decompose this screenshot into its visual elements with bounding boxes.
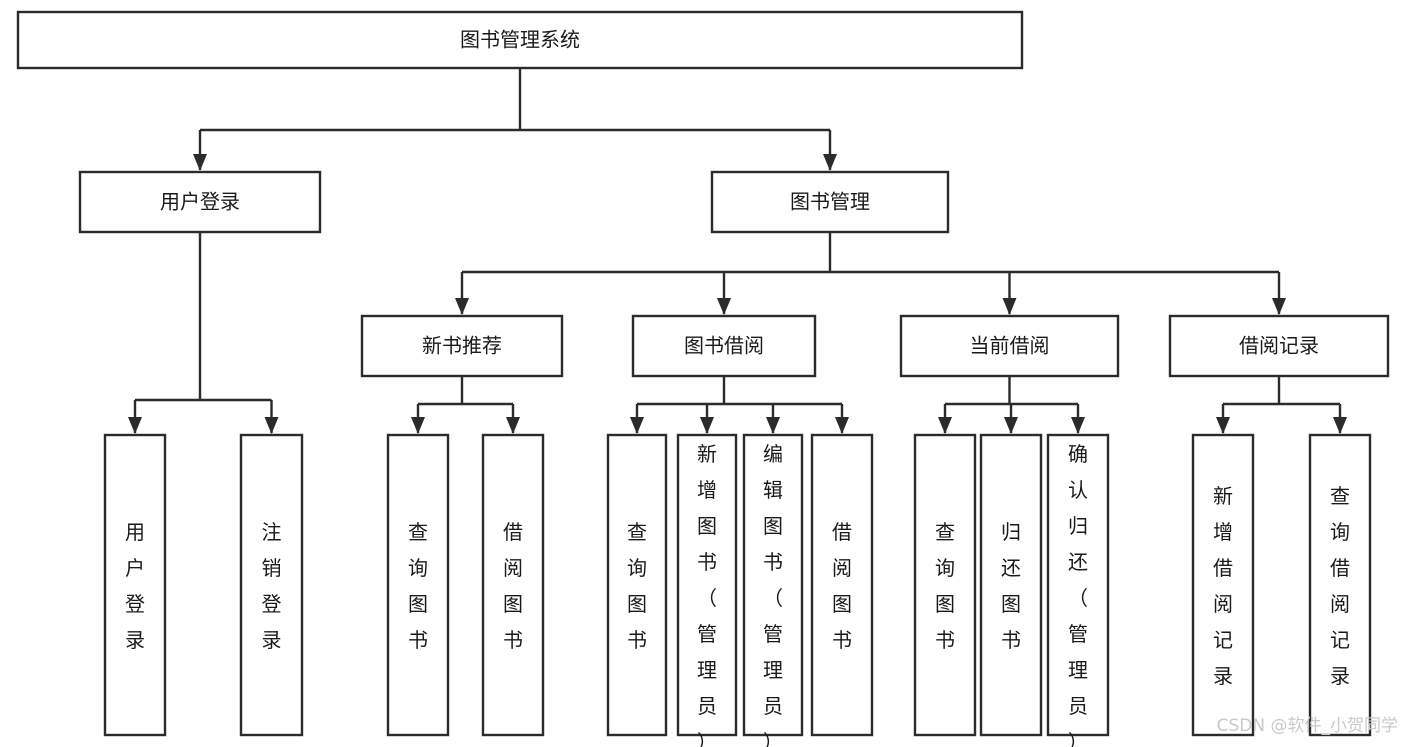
node-new-book-recommend[interactable]: 新书推荐 <box>360 314 564 378</box>
node-box-current-borrow[interactable] <box>899 314 1120 378</box>
node-box-leaf-query-book-recommend[interactable] <box>386 433 450 737</box>
node-label-leaf-query-book-borrow: 查询图书 <box>627 520 647 652</box>
node-label-leaf-borrow-book-borrow: 借阅图书 <box>832 520 852 652</box>
node-label-current-borrow: 当前借阅 <box>970 334 1050 358</box>
leaf-leaf-borrow-book-recommend[interactable]: 借阅图书 <box>481 433 545 737</box>
node-label-borrow-record: 借阅记录 <box>1239 334 1319 358</box>
node-label-leaf-borrow-book-recommend: 借阅图书 <box>503 520 523 652</box>
node-box-leaf-query-book-borrow[interactable] <box>606 433 668 737</box>
node-root[interactable]: 图书管理系统 <box>16 10 1024 70</box>
leaf-leaf-logout[interactable]: 注销登录 <box>239 433 304 737</box>
node-box-leaf-return-book[interactable] <box>979 433 1043 737</box>
root-to-level2-arrow-1 <box>823 154 837 171</box>
children-of-book-borrow-arrow-3 <box>835 417 849 434</box>
children-of-current-borrow-arrow-2 <box>1071 417 1085 434</box>
node-label-new-book-recommend: 新书推荐 <box>422 334 502 358</box>
children-of-borrow-record-arrow-0 <box>1216 417 1230 434</box>
children-of-book-borrow-arrow-0 <box>630 417 644 434</box>
node-user-login[interactable]: 用户登录 <box>78 170 322 234</box>
children-of-user-login-arrow-1 <box>264 417 279 434</box>
node-label-leaf-confirm-return-admin: 确认归还（管理员） <box>1068 442 1088 747</box>
node-label-leaf-query-borrow-record: 查询借阅记录 <box>1330 484 1350 688</box>
node-label-book-manage: 图书管理 <box>790 190 870 214</box>
node-label-leaf-query-book-recommend: 查询图书 <box>408 520 428 652</box>
node-box-leaf-query-book-current[interactable] <box>913 433 977 737</box>
leaf-leaf-query-book-current[interactable]: 查询图书 <box>913 433 977 737</box>
node-box-user-login[interactable] <box>78 170 322 234</box>
leaf-leaf-user-login[interactable]: 用户登录 <box>103 433 167 737</box>
leaf-leaf-confirm-return-admin[interactable]: 确认归还（管理员） <box>1046 433 1110 747</box>
root-to-level2-arrow-0 <box>193 154 207 171</box>
node-box-leaf-edit-book-admin[interactable] <box>742 433 804 737</box>
children-of-current-borrow-arrow-0 <box>938 417 952 434</box>
node-box-book-manage[interactable] <box>710 170 950 234</box>
node-book-borrow[interactable]: 图书借阅 <box>631 314 817 378</box>
node-box-leaf-user-login[interactable] <box>103 433 167 737</box>
node-borrow-record[interactable]: 借阅记录 <box>1168 314 1390 378</box>
leaf-leaf-query-borrow-record[interactable]: 查询借阅记录 <box>1308 433 1372 737</box>
node-label-leaf-user-login: 用户登录 <box>125 520 145 652</box>
leaf-leaf-add-borrow-record[interactable]: 新增借阅记录 <box>1191 433 1255 737</box>
node-box-leaf-add-borrow-record[interactable] <box>1191 433 1255 737</box>
node-label-leaf-return-book: 归还图书 <box>1001 520 1021 652</box>
children-of-current-borrow-arrow-1 <box>1004 417 1018 434</box>
leaf-leaf-edit-book-admin[interactable]: 编辑图书（管理员） <box>742 433 804 747</box>
node-box-leaf-add-book-admin[interactable] <box>676 433 738 737</box>
node-label-leaf-add-borrow-record: 新增借阅记录 <box>1213 484 1233 688</box>
connectors-layer <box>128 68 1347 434</box>
children-of-book-borrow-arrow-1 <box>700 417 714 434</box>
leaf-leaf-add-book-admin[interactable]: 新增图书（管理员） <box>676 433 738 747</box>
node-label-leaf-query-book-current: 查询图书 <box>935 520 955 652</box>
leaf-leaf-borrow-book-borrow[interactable]: 借阅图书 <box>810 433 874 737</box>
node-box-book-borrow[interactable] <box>631 314 817 378</box>
nodes-layer: 图书管理系统用户登录图书管理新书推荐图书借阅当前借阅借阅记录用户登录注销登录查询… <box>16 10 1390 747</box>
children-of-borrow-record-arrow-1 <box>1333 417 1347 434</box>
children-of-new-book-recommend-arrow-0 <box>411 417 425 434</box>
leaf-leaf-query-book-borrow[interactable]: 查询图书 <box>606 433 668 737</box>
node-box-new-book-recommend[interactable] <box>360 314 564 378</box>
book-manage-to-level3-arrow-1 <box>717 298 731 315</box>
leaf-leaf-query-book-recommend[interactable]: 查询图书 <box>386 433 450 737</box>
node-current-borrow[interactable]: 当前借阅 <box>899 314 1120 378</box>
node-label-leaf-add-book-admin: 新增图书（管理员） <box>697 442 717 747</box>
book-manage-to-level3-arrow-2 <box>1002 298 1017 315</box>
node-label-root: 图书管理系统 <box>460 28 580 52</box>
node-box-borrow-record[interactable] <box>1168 314 1390 378</box>
node-label-leaf-logout: 注销登录 <box>262 520 282 652</box>
node-label-user-login: 用户登录 <box>160 190 240 214</box>
node-box-root[interactable] <box>16 10 1024 70</box>
node-box-leaf-logout[interactable] <box>239 433 304 737</box>
children-of-book-borrow-arrow-2 <box>766 417 780 434</box>
leaf-leaf-return-book[interactable]: 归还图书 <box>979 433 1043 737</box>
book-manage-to-level3-arrow-3 <box>1272 298 1286 315</box>
csdn-watermark: CSDN @软件_小贺同学 <box>1217 716 1398 736</box>
node-book-manage[interactable]: 图书管理 <box>710 170 950 234</box>
node-box-leaf-confirm-return-admin[interactable] <box>1046 433 1110 737</box>
node-box-leaf-query-borrow-record[interactable] <box>1308 433 1372 737</box>
children-of-user-login-arrow-0 <box>128 417 142 434</box>
book-manage-to-level3-arrow-0 <box>455 298 469 315</box>
children-of-new-book-recommend-arrow-1 <box>506 417 520 434</box>
node-box-leaf-borrow-book-borrow[interactable] <box>810 433 874 737</box>
node-box-leaf-borrow-book-recommend[interactable] <box>481 433 545 737</box>
node-label-book-borrow: 图书借阅 <box>684 334 764 358</box>
node-label-leaf-edit-book-admin: 编辑图书（管理员） <box>763 442 783 747</box>
